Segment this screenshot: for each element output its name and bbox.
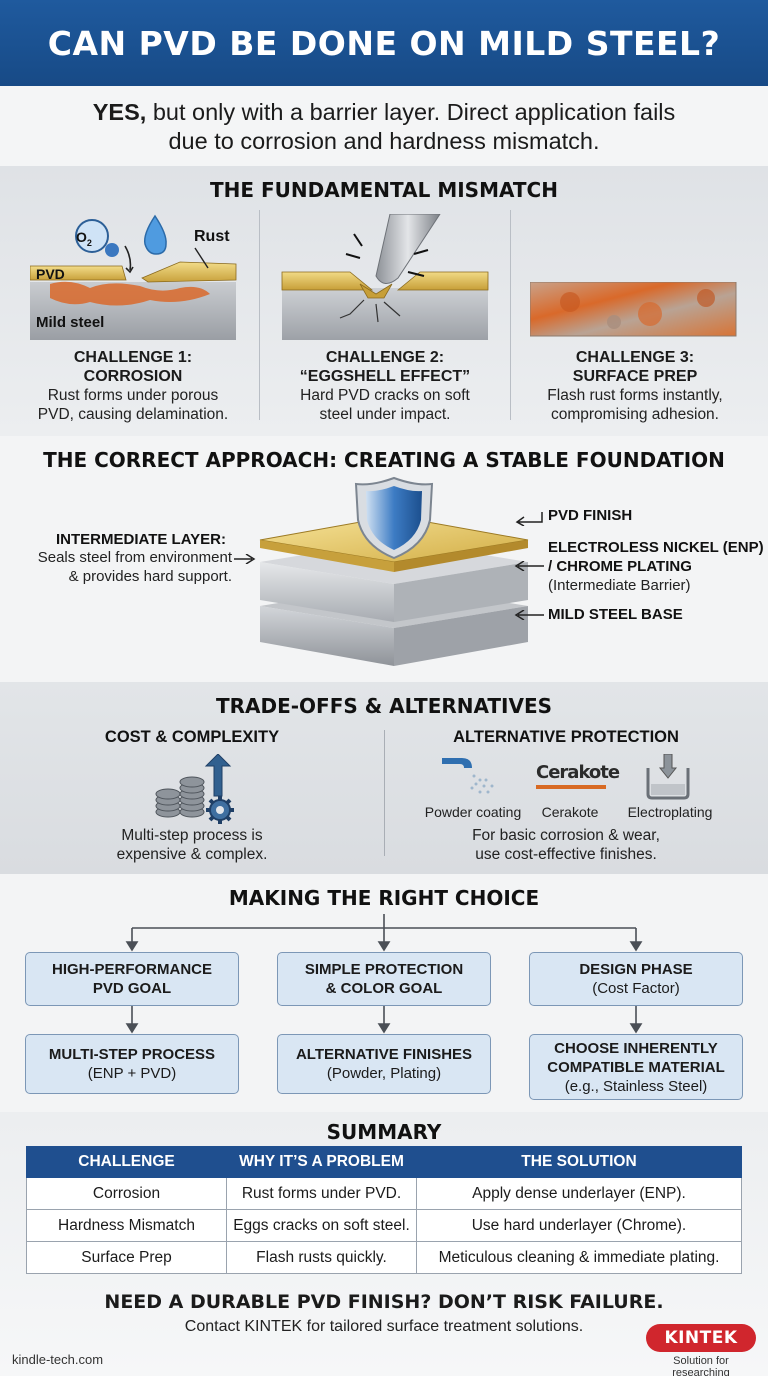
table-cell: Rust forms under PVD. bbox=[226, 1177, 417, 1210]
page-title: CAN PVD BE DONE ON MILD STEEL? bbox=[47, 23, 721, 63]
alternative-heading: ALTERNATIVE PROTECTION bbox=[453, 728, 679, 746]
arrow-left-icon bbox=[514, 561, 544, 571]
summary-table: CHALLENGE WHY IT’S A PROBLEM THE SOLUTIO… bbox=[26, 1146, 742, 1274]
divider bbox=[259, 210, 260, 420]
alt-electroplating: Electroplating bbox=[627, 804, 713, 820]
tradeoffs-section: TRADE-OFFS & ALTERNATIVES COST & COMPLEX… bbox=[0, 682, 768, 874]
cost-text-1: Multi-step process is bbox=[121, 827, 263, 844]
goal-simple-protection: SIMPLE PROTECTION& COLOR GOAL bbox=[277, 952, 491, 1006]
mild-steel-label: Mild steel bbox=[36, 314, 105, 331]
cta-text: Contact KINTEK for tailored surface trea… bbox=[184, 1318, 584, 1335]
tradeoffs-title: TRADE-OFFS & ALTERNATIVES bbox=[215, 694, 553, 718]
intermediate-layer-heading: INTERMEDIATE LAYER: bbox=[56, 531, 227, 548]
kintek-tagline: Solution for researching bbox=[672, 1355, 730, 1376]
table-cell: Meticulous cleaning & immediate plating. bbox=[416, 1241, 742, 1274]
intermediate-layer-text-1: Seals steel from environment bbox=[37, 549, 232, 566]
answer-line-1: but only with a barrier layer. Direct ap… bbox=[152, 99, 676, 125]
page-header: CAN PVD BE DONE ON MILD STEEL? bbox=[0, 0, 768, 86]
table-cell: Flash rusts quickly. bbox=[226, 1241, 417, 1274]
footer-site[interactable]: kindle-tech.com bbox=[12, 1352, 104, 1367]
answer-banner: YES, but only with a barrier layer. Dire… bbox=[0, 86, 768, 166]
table-header: THE SOLUTION bbox=[416, 1146, 742, 1178]
approach-section: THE CORRECT APPROACH: CREATING A STABLE … bbox=[0, 436, 768, 682]
alt-text-2: use cost-effective finishes. bbox=[475, 846, 657, 863]
table-cell: Apply dense underlayer (ENP). bbox=[416, 1177, 742, 1210]
cost-text-2: expensive & complex. bbox=[116, 846, 268, 863]
outcome-multi-step: MULTI-STEP PROCESS(ENP + PVD) bbox=[25, 1034, 239, 1094]
spray-gun-icon bbox=[442, 758, 494, 794]
table-cell: Surface Prep bbox=[26, 1241, 227, 1274]
choice-section: MAKING THE RIGHT CHOICE HIGH-PERFORMANCE… bbox=[0, 874, 768, 1112]
alt-text-1: For basic corrosion & wear, bbox=[472, 827, 660, 844]
divider bbox=[384, 730, 385, 856]
table-row: Hardness Mismatch Eggs cracks on soft st… bbox=[26, 1209, 742, 1242]
table-cell: Eggs cracks on soft steel. bbox=[226, 1209, 417, 1242]
challenge-2: CHALLENGE 2: “EGGSHELL EFFECT” Hard PVD … bbox=[299, 349, 471, 423]
o2-label: O bbox=[76, 229, 87, 245]
cta-title: NEED A DURABLE PVD FINISH? DON’T RISK FA… bbox=[104, 1291, 664, 1313]
decision-connectors bbox=[125, 914, 643, 1034]
arrow-right-icon bbox=[234, 554, 256, 564]
table-header: CHALLENGE bbox=[26, 1146, 227, 1178]
challenge-1: CHALLENGE 1: CORROSION Rust forms under … bbox=[37, 349, 229, 423]
pvd-finish-label: PVD FINISH bbox=[548, 507, 633, 524]
answer-lead: YES, bbox=[92, 99, 147, 125]
arrow-left-icon bbox=[515, 512, 543, 526]
flash-rust-diagram bbox=[530, 282, 737, 337]
intermediate-layer-text-2: & provides hard support. bbox=[68, 568, 232, 585]
coins-gear-icon bbox=[155, 754, 234, 824]
table-header-row: CHALLENGE WHY IT’S A PROBLEM THE SOLUTIO… bbox=[26, 1146, 742, 1178]
enp-label-3: (Intermediate Barrier) bbox=[548, 577, 691, 594]
kintek-logo: KINTEK bbox=[646, 1324, 756, 1352]
table-row: Surface Prep Flash rusts quickly. Meticu… bbox=[26, 1241, 742, 1274]
o2-subscript: 2 bbox=[86, 237, 92, 248]
mismatch-section: THE FUNDAMENTAL MISMATCH O2 Rust PVD Mil… bbox=[0, 166, 768, 436]
table-row: Corrosion Rust forms under PVD. Apply de… bbox=[26, 1177, 742, 1210]
arrow-left-icon bbox=[514, 610, 544, 620]
table-cell: Corrosion bbox=[26, 1177, 227, 1210]
alt-cerakote: Cerakote bbox=[541, 804, 599, 820]
rust-label: Rust bbox=[194, 228, 230, 245]
corrosion-diagram bbox=[30, 214, 237, 340]
mild-steel-base-label: MILD STEEL BASE bbox=[548, 606, 683, 623]
enp-label-2: / CHROME PLATING bbox=[548, 558, 692, 575]
electroplating-icon bbox=[646, 754, 690, 800]
mismatch-title: THE FUNDAMENTAL MISMATCH bbox=[210, 178, 558, 202]
choice-title: MAKING THE RIGHT CHOICE bbox=[228, 886, 540, 910]
table-cell: Use hard underlayer (Chrome). bbox=[416, 1209, 742, 1242]
challenge-3: CHALLENGE 3: SURFACE PREP Flash rust for… bbox=[547, 349, 723, 423]
summary-title: SUMMARY bbox=[326, 1120, 442, 1144]
goal-design-phase: DESIGN PHASE(Cost Factor) bbox=[529, 952, 743, 1006]
enp-label-1: ELECTROLESS NICKEL (ENP) bbox=[548, 539, 764, 556]
layer-stack-diagram bbox=[259, 476, 529, 666]
pvd-label: PVD bbox=[36, 266, 65, 282]
answer-line-2: due to corrosion and hardness mismatch. bbox=[168, 128, 600, 154]
cost-heading: COST & COMPLEXITY bbox=[104, 728, 280, 746]
alt-powder-coating: Powder coating bbox=[424, 804, 522, 820]
approach-title: THE CORRECT APPROACH: CREATING A STABLE … bbox=[43, 448, 725, 472]
divider bbox=[510, 210, 511, 420]
table-cell: Hardness Mismatch bbox=[26, 1209, 227, 1242]
cerakote-logo: Cerakote bbox=[536, 762, 620, 796]
eggshell-diagram bbox=[281, 214, 489, 340]
table-header: WHY IT’S A PROBLEM bbox=[226, 1146, 417, 1178]
outcome-alternative-finishes: ALTERNATIVE FINISHES(Powder, Plating) bbox=[277, 1034, 491, 1094]
